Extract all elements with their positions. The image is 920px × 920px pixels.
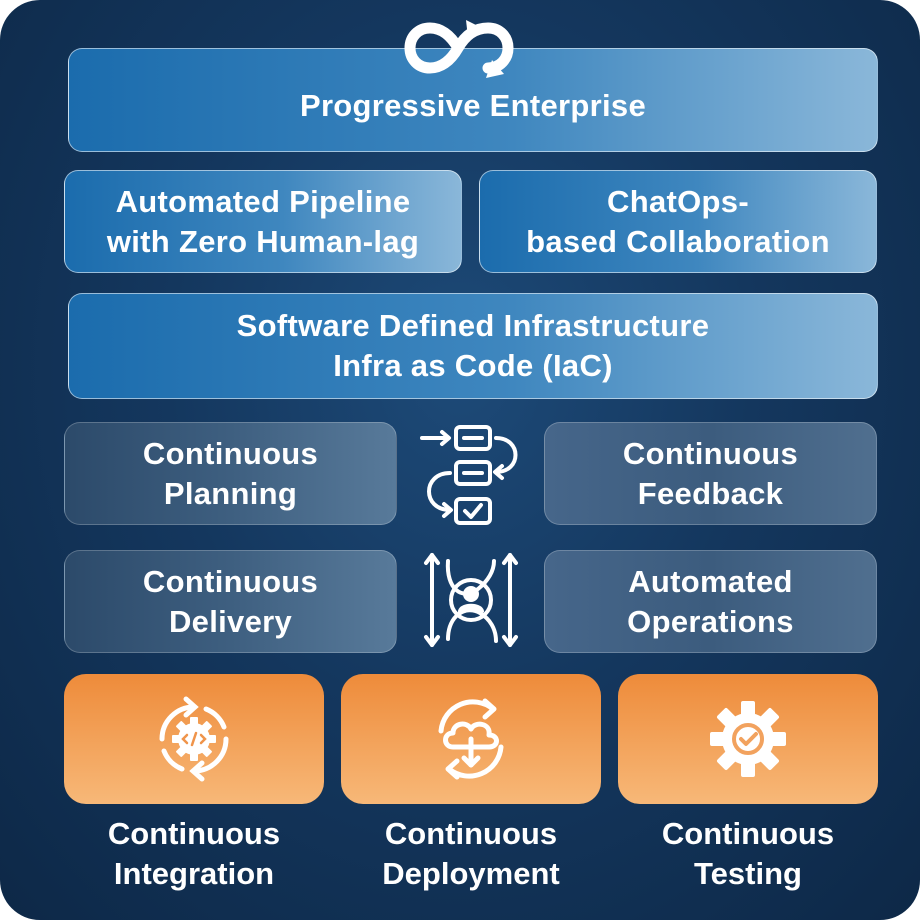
pipeline-line-1: Automated Pipeline <box>115 183 411 219</box>
testing-line-2: Testing <box>694 856 802 891</box>
workflow-icon <box>420 425 518 525</box>
testing-box <box>618 674 878 804</box>
operations-line-1: Automated <box>628 563 793 599</box>
gear-check-icon <box>710 701 786 777</box>
automated-operations-box: Automated Operations <box>544 550 877 653</box>
integration-line-2: Integration <box>113 856 275 891</box>
integration-box <box>64 674 324 804</box>
operations-line-2: Operations <box>627 603 794 639</box>
pipeline-line-2: with Zero Human-lag <box>106 223 420 259</box>
deployment-box <box>341 674 601 804</box>
chatops-box: ChatOps- based Collaboration <box>479 170 877 273</box>
planning-line-2: Planning <box>163 475 298 511</box>
infra-line-1: Software Defined Infrastructure <box>236 308 710 343</box>
code-gear-cycle-icon <box>159 696 229 782</box>
progressive-enterprise-box: Progressive Enterprise <box>68 48 878 152</box>
testing-line-1: Continuous <box>661 816 835 851</box>
cloud-deploy-cycle-icon <box>438 698 504 780</box>
continuous-delivery-box: Continuous Delivery <box>64 550 397 653</box>
planning-line-1: Continuous <box>142 435 319 471</box>
delivery-line-2: Delivery <box>168 603 293 639</box>
continuous-planning-box: Continuous Planning <box>64 422 397 525</box>
automated-pipeline-box: Automated Pipeline with Zero Human-lag <box>64 170 462 273</box>
continuous-feedback-box: Continuous Feedback <box>544 422 877 525</box>
chatops-line-1: ChatOps- <box>607 183 749 219</box>
chatops-line-2: based Collaboration <box>526 223 830 259</box>
infra-line-2: Infra as Code (IaC) <box>333 348 613 383</box>
integration-label: Continuous Integration <box>64 814 324 894</box>
infrastructure-box: Software Defined Infrastructure Infra as… <box>68 293 878 399</box>
feedback-line-1: Continuous <box>622 435 799 471</box>
delivery-line-1: Continuous <box>142 563 319 599</box>
deployment-line-2: Deployment <box>382 856 560 891</box>
deployment-label: Continuous Deployment <box>341 814 601 894</box>
integration-line-1: Continuous <box>107 816 281 851</box>
infinity-cycle-icon <box>404 20 514 78</box>
feedback-line-2: Feedback <box>637 475 784 511</box>
progressive-enterprise-label: Progressive Enterprise <box>299 88 647 123</box>
user-cycle-icon <box>424 553 518 647</box>
deployment-line-1: Continuous <box>384 816 558 851</box>
testing-label: Continuous Testing <box>618 814 878 894</box>
